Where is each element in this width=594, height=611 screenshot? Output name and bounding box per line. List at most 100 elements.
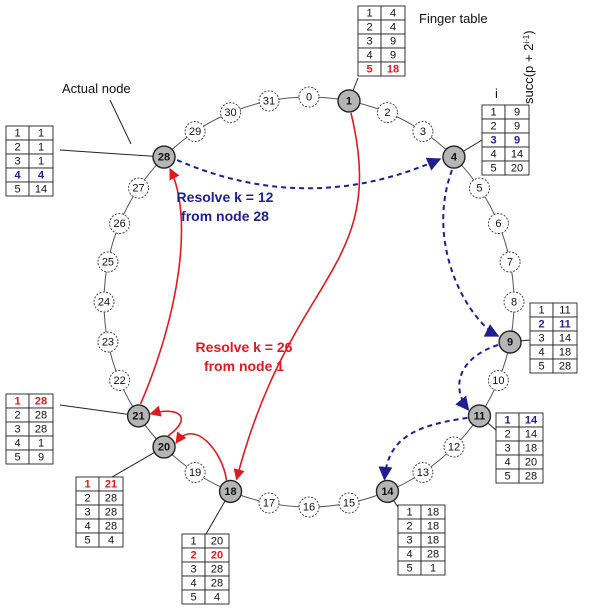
finger-cell: 4 [190, 578, 196, 590]
actual-node-pointer [109, 99, 132, 145]
finger-cell: 1 [504, 415, 510, 427]
finger-cell: 28 [35, 396, 47, 408]
finger-cell: 11 [559, 319, 571, 331]
lookup-arrow-28-to-4 [176, 157, 442, 190]
ring-position-30: 30 [220, 102, 242, 124]
finger-cell: 4 [490, 149, 496, 161]
finger-cell: 9 [38, 452, 44, 464]
finger-cell: 1 [490, 107, 496, 119]
lookup-arrow-1-to-18 [233, 112, 361, 481]
finger-cell: 5 [84, 535, 90, 547]
ring-position-5: 5 [468, 177, 490, 199]
finger-cell: 20 [525, 457, 537, 469]
finger-cell: 2 [190, 550, 196, 562]
actual-node-18: 18 [218, 479, 243, 504]
finger-cell: 18 [427, 521, 439, 533]
finger-cell: 14 [35, 184, 47, 196]
node-label: 20 [158, 441, 170, 453]
lookup-arrows [139, 112, 500, 481]
node-label: 26 [113, 218, 125, 230]
finger-cell: 20 [211, 536, 223, 548]
node-label: 1 [346, 95, 352, 107]
node-label: 25 [102, 257, 114, 269]
node-label: 21 [132, 410, 144, 422]
node-label: 4 [451, 152, 458, 164]
finger-cell: 1 [406, 507, 412, 519]
finger-cell: 18 [525, 443, 537, 455]
finger-cell: 28 [211, 564, 223, 576]
actual-node-14: 14 [375, 479, 400, 504]
finger-cell: 18 [559, 347, 571, 359]
lookup-arrow-21-to-28 [139, 168, 183, 405]
node-label: 13 [417, 467, 429, 479]
node-label: 19 [189, 467, 201, 479]
ring-position-29: 29 [184, 121, 206, 143]
finger-cell: 1 [38, 142, 44, 154]
finger-cell: 1 [14, 396, 20, 408]
finger-cell: 1 [538, 305, 544, 317]
finger-cell: 2 [504, 429, 510, 441]
finger-cell: 3 [190, 564, 196, 576]
finger-cell: 28 [35, 410, 47, 422]
finger-cell: 3 [490, 135, 496, 147]
finger-cell: 2 [490, 121, 496, 133]
finger-cell: 2 [538, 319, 544, 331]
lookup-arrow-20-to-21 [149, 405, 183, 437]
node-label: 5 [476, 183, 482, 195]
finger-cell: 28 [427, 549, 439, 561]
lookup-arrow-9-to-11 [455, 344, 499, 411]
lookup-arrow-4-to-9 [442, 169, 500, 337]
finger-cell: 4 [366, 50, 372, 62]
ring-position-3: 3 [412, 121, 434, 143]
column-i-label: i [495, 86, 498, 101]
node-label: 30 [224, 107, 236, 119]
finger-cell: 18 [427, 535, 439, 547]
actual-node-1: 1 [337, 89, 361, 113]
finger-cell: 14 [559, 333, 571, 345]
finger-cell: 4 [390, 22, 396, 34]
finger-cell: 3 [14, 156, 20, 168]
node-label: 31 [263, 95, 275, 107]
finger-cell: 5 [406, 563, 412, 575]
ring-position-24: 24 [93, 291, 115, 313]
finger-cell: 4 [214, 592, 220, 604]
finger-cell: 1 [190, 536, 196, 548]
finger-cell: 5 [538, 361, 544, 373]
resolve-k12-line2: from node 28 [181, 208, 269, 224]
finger-cell: 9 [390, 36, 396, 48]
node-label: 3 [420, 126, 426, 138]
finger-table-label: Finger table [419, 11, 488, 26]
actual-node-9: 9 [498, 330, 522, 354]
finger-cell: 4 [38, 170, 45, 182]
actual-node-4: 4 [442, 145, 466, 169]
leader-lines [59, 77, 531, 535]
ring-position-6: 6 [487, 213, 509, 235]
node-label: 17 [263, 498, 275, 510]
actual-node-28: 28 [152, 145, 176, 169]
finger-cell: 1 [38, 438, 44, 450]
finger-cell: 2 [84, 493, 90, 505]
finger-cell: 3 [504, 443, 510, 455]
node-label: 16 [303, 502, 315, 514]
finger-cell: 28 [525, 471, 537, 483]
finger-cell: 1 [38, 128, 44, 140]
ring-position-8: 8 [503, 291, 525, 313]
node-label: 12 [448, 441, 460, 453]
finger-cell: 2 [366, 22, 372, 34]
finger-cell: 1 [14, 128, 20, 140]
finger-cell: 9 [390, 50, 396, 62]
ring-position-15: 15 [338, 492, 360, 514]
finger-cell: 2 [14, 142, 20, 154]
resolve-k26-line2: from node 1 [204, 358, 284, 374]
finger-cell: 18 [427, 507, 439, 519]
node-label: 18 [224, 486, 236, 498]
ring-position-0: 0 [298, 86, 320, 108]
ring-position-31: 31 [258, 90, 280, 112]
finger-cell: 4 [390, 8, 396, 20]
finger-cell: 3 [14, 424, 20, 436]
